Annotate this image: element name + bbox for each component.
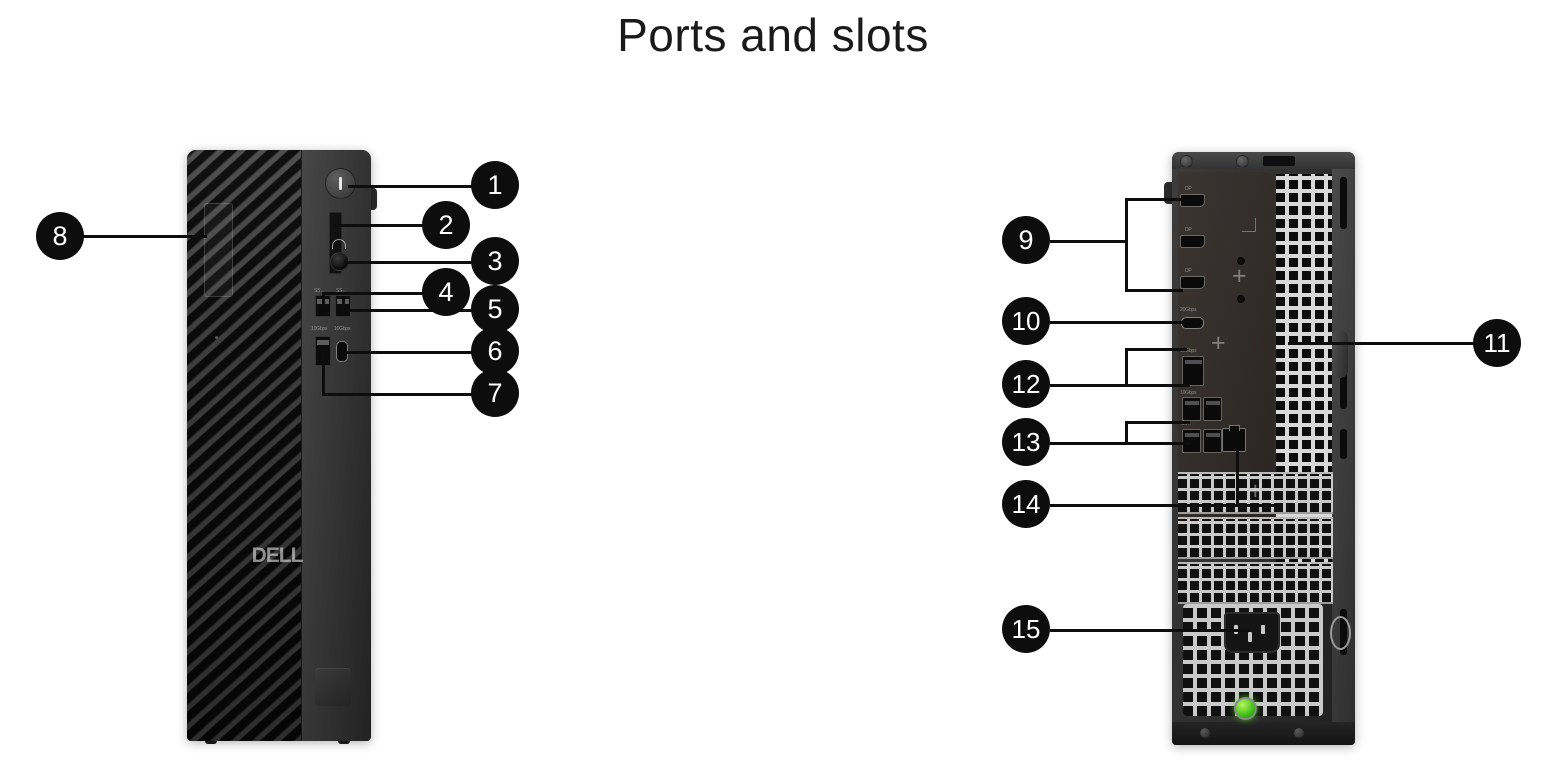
callout-11[interactable]: 11: [1473, 319, 1521, 367]
usbc-rear-label: 20Gbps: [1180, 307, 1197, 313]
leader-line-1: [348, 185, 472, 188]
callout-8[interactable]: 8: [36, 212, 84, 260]
leader-line-10: [1050, 321, 1185, 324]
inlet-pin-ground: [1248, 632, 1252, 642]
rear-foot-screw-left: [1200, 728, 1210, 738]
expansion-slot-2: [1178, 517, 1333, 559]
power-icon: [339, 177, 342, 190]
leader-line-8: [83, 235, 207, 238]
leader-bracket-12: [1125, 348, 1128, 386]
usba-lower-label: SS←: [1181, 421, 1193, 427]
page-title: Ports and slots: [617, 9, 929, 61]
leader-tick-7: [322, 352, 325, 395]
leader-line-9: [1050, 240, 1128, 243]
expansion-slot-3: [1178, 562, 1333, 604]
rear-top-rail: [1172, 152, 1355, 169]
callout-3[interactable]: 3: [471, 237, 519, 285]
rear-padlock-ring: [1330, 616, 1351, 650]
front-badge-plate: [315, 668, 351, 706]
displayport-2: [1180, 235, 1205, 248]
usb-a-rear-2: [1182, 397, 1201, 421]
callout-5[interactable]: 5: [471, 285, 519, 333]
leader-bracket-9-top: [1125, 198, 1183, 201]
callout-4[interactable]: 4: [422, 268, 470, 316]
callout-2[interactable]: 2: [422, 201, 470, 249]
rear-screw-top-left: [1180, 155, 1193, 168]
dp-label-2: DP: [1185, 227, 1192, 233]
rear-screw-top-mid: [1236, 155, 1249, 168]
callout-13[interactable]: 13: [1002, 418, 1050, 466]
psu-diagnostic-led: [1234, 697, 1257, 720]
leader-tick-14: [1236, 450, 1239, 506]
io-shield-plus-2: +: [1211, 329, 1226, 357]
usb-a-rear-3: [1203, 397, 1222, 421]
front-vent-panel: [187, 150, 301, 741]
leader-bracket-9: [1125, 198, 1128, 292]
vent-pinhole: [215, 336, 218, 339]
leader-line-13: [1050, 442, 1190, 445]
usb-a-rear-4: [1182, 429, 1201, 453]
leader-tick-4: [322, 292, 325, 306]
callout-9[interactable]: 9: [1002, 216, 1050, 264]
callout-1[interactable]: 1: [471, 161, 519, 209]
power-button[interactable]: [325, 168, 356, 199]
leader-line-12: [1050, 384, 1190, 387]
rear-handle: [1263, 156, 1295, 166]
power-connector: [1224, 612, 1280, 653]
optical-drive-bay-outline: [204, 203, 233, 297]
leader-line-3: [344, 261, 472, 264]
io-shield-dot-1: [1237, 257, 1245, 265]
usb-label-2: SS←: [336, 288, 348, 294]
leader-line-6: [346, 351, 472, 354]
leader-bracket-13-top: [1125, 421, 1190, 424]
leader-tick-5: [342, 299, 345, 311]
front-side-tab: [369, 188, 377, 210]
usb-a-rear-1: [1182, 356, 1204, 386]
leader-line-14: [1050, 504, 1280, 507]
callout-15[interactable]: 15: [1002, 605, 1050, 653]
leader-line-11: [1288, 342, 1478, 345]
leader-bracket-12-top: [1125, 348, 1187, 351]
usb-label-1: SS←: [314, 288, 326, 294]
usba-mid-label: 10Gbps: [1180, 390, 1197, 396]
leader-bracket-9-bottom: [1125, 289, 1183, 292]
leader-line-5: [342, 309, 472, 312]
rear-foot-screw-right: [1294, 728, 1304, 738]
headset-icon: [332, 239, 346, 249]
rear-left-tab: [1164, 182, 1173, 204]
leader-line-2: [335, 224, 423, 227]
io-shield-plus-1: +: [1232, 262, 1247, 290]
side-slot-1: [1340, 177, 1347, 229]
dell-logo: DELL: [251, 544, 304, 567]
front-chassis: [187, 150, 371, 741]
leader-bracket-13: [1125, 421, 1128, 444]
callout-7[interactable]: 7: [471, 369, 519, 417]
inlet-pin-right: [1261, 625, 1265, 634]
usb-label-3: 10Gbps: [311, 326, 328, 332]
usb-a-rear-5: [1203, 429, 1222, 453]
dp-label-3: DP: [1185, 268, 1192, 274]
callout-6[interactable]: 6: [471, 327, 519, 375]
io-shield-corner-mark: [1242, 218, 1256, 232]
leader-line-15: [1050, 629, 1250, 632]
side-slot-3: [1340, 429, 1347, 459]
rear-bottom-rail: [1172, 722, 1355, 745]
dp-label-1: DP: [1185, 186, 1192, 192]
io-shield-dot-2: [1237, 295, 1245, 303]
usba-upper-label: 10Gbps: [1180, 348, 1197, 354]
rear-release-latch[interactable]: [1332, 330, 1348, 378]
callout-10[interactable]: 10: [1002, 297, 1050, 345]
usb-label-4: 10Gbps: [334, 326, 351, 332]
leader-line-7: [322, 393, 472, 396]
ethernet-port: [1222, 425, 1246, 452]
callout-14[interactable]: 14: [1002, 480, 1050, 528]
callout-12[interactable]: 12: [1002, 360, 1050, 408]
leader-line-4: [322, 292, 424, 295]
expansion-plus-mark: +: [1248, 477, 1263, 505]
displayport-1: [1180, 194, 1205, 207]
side-slot-2: [1340, 369, 1347, 409]
displayport-3: [1180, 276, 1205, 289]
